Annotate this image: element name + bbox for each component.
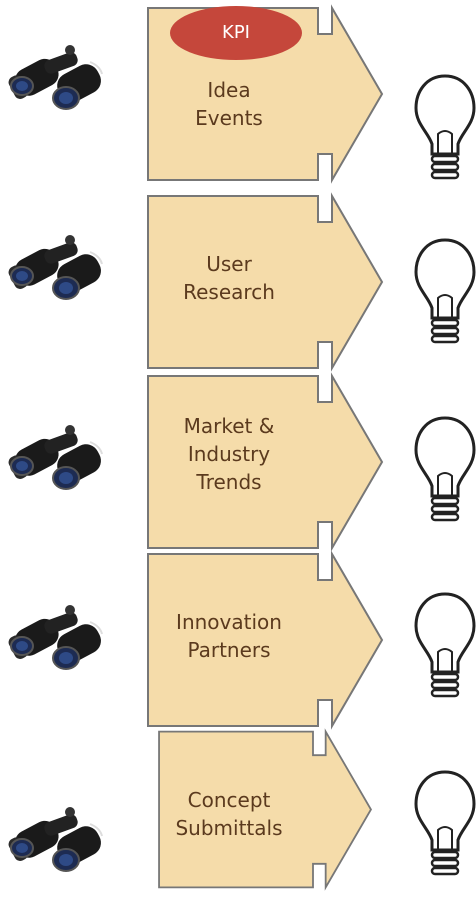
step-row-idea-events: KPI Idea Events (0, 0, 476, 180)
binoculars-icon (6, 600, 110, 672)
step-row-user-research: User Research (0, 192, 476, 372)
binoculars-icon (6, 230, 110, 302)
binoculars-icon (6, 420, 110, 492)
lightbulb-icon (412, 414, 476, 526)
step-row-market-trends: Market & Industry Trends (0, 372, 476, 552)
step-row-innovation-partners: Innovation Partners (0, 550, 476, 730)
step-label: Concept Submittals (175, 788, 283, 840)
kpi-badge: KPI (170, 6, 302, 60)
lightbulb-icon (412, 590, 476, 702)
binoculars-icon (6, 802, 110, 874)
lightbulb-icon (412, 768, 476, 880)
step-label: User Research (183, 252, 275, 304)
lightbulb-icon (412, 72, 476, 184)
step-label: Innovation Partners (176, 610, 282, 662)
step-label: Idea Events (195, 78, 263, 130)
step-label: Market & Industry Trends (183, 414, 275, 494)
binoculars-icon (6, 40, 110, 112)
lightbulb-icon (412, 236, 476, 348)
step-row-concept-submittals: Concept Submittals (0, 728, 476, 908)
